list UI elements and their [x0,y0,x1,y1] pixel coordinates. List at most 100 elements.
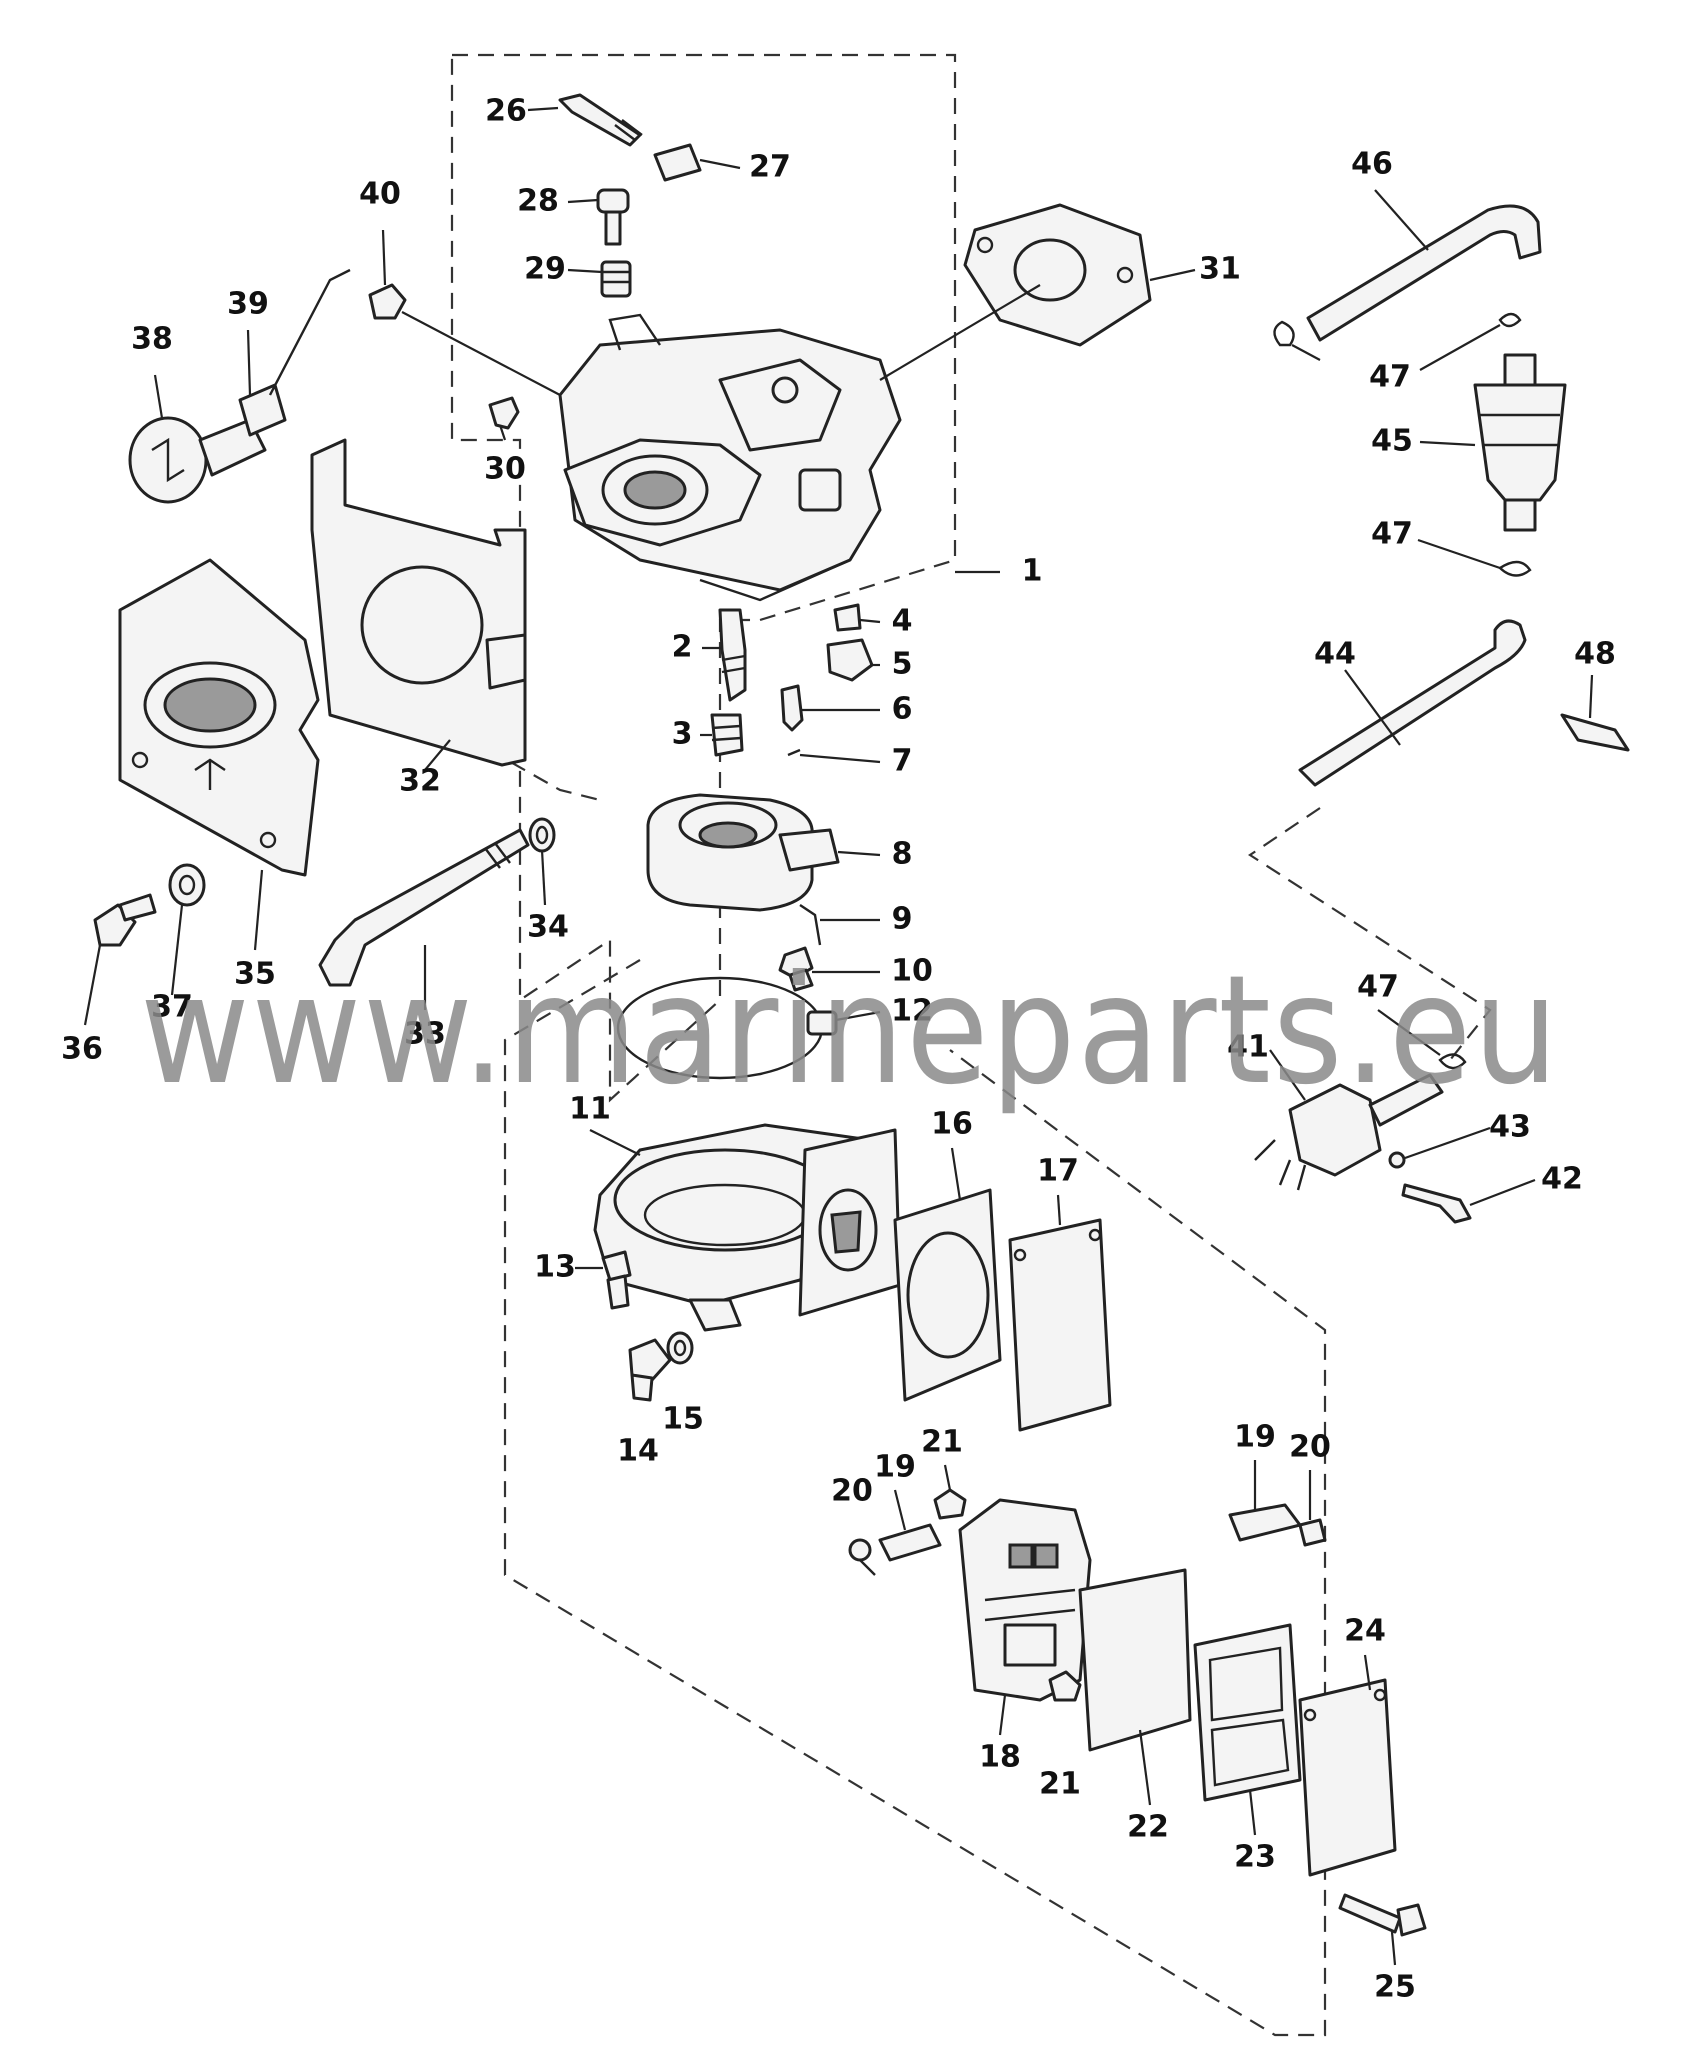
leader-44 [1344,669,1401,746]
leader-21a [943,1464,952,1491]
callout-25: 25 [1374,1970,1416,2005]
float [646,793,840,912]
leader-47a [1291,344,1321,361]
callout-8: 8 [892,837,913,872]
leader-27 [699,158,741,170]
leader-18 [998,1694,1007,1736]
callout-24: 24 [1344,1614,1386,1649]
leader-40b [401,311,561,396]
leader-35 [253,869,264,951]
callout-30: 30 [484,452,526,487]
fuel-pump-body [958,1498,1092,1702]
callout-39: 39 [227,287,269,322]
float-bowl-o-ring [616,976,838,1080]
bolt-washer [528,817,556,853]
callout-31: 31 [1199,252,1241,287]
callout-43: 43 [1489,1110,1531,1145]
leader-7 [799,753,881,764]
callout-17: 17 [1037,1154,1079,1189]
callout-11: 11 [569,1092,611,1127]
callout-12: 12 [891,994,933,1029]
leader-4 [859,618,881,624]
leader-19a [893,1489,907,1531]
callout-4: 4 [892,604,913,639]
leader-43 [1404,1126,1491,1160]
leader-47c [1377,1009,1441,1056]
intake-silencer-cover [118,558,320,877]
callout-46: 46 [1351,147,1393,182]
leader-31 [1149,268,1196,282]
leader-45 [1419,440,1476,447]
callout-28: 28 [517,184,559,219]
callout-37: 37 [151,990,193,1025]
callout-40: 40 [359,177,401,212]
callout-6: 6 [892,692,913,727]
callout-19-right: 19 [1234,1420,1276,1455]
drain-plug [628,1338,672,1402]
long-mounting-bolt [318,828,530,987]
flange-gasket [963,203,1152,347]
choke-rod [238,268,351,437]
hose-clip-lower [1438,1053,1467,1070]
leader-34 [540,849,547,906]
callout-33: 33 [404,1017,446,1052]
leader-23 [1248,1789,1257,1836]
plug-screw [833,603,862,632]
adapter-plate [310,438,527,767]
pump-nut-top [933,1488,967,1520]
connector-screw [1401,1183,1472,1224]
needle-clip [787,748,801,757]
callout-36: 36 [61,1032,103,1067]
callout-13: 13 [534,1250,576,1285]
callout-29: 29 [524,252,566,287]
callout-9: 9 [892,902,913,937]
pump-cover-screw [1338,1893,1427,1937]
float-pin-screw [778,946,814,992]
group-outline-fuel-line [1248,807,1492,1061]
leader-12 [835,1010,881,1022]
carburetor-body [558,313,902,602]
callout-32: 32 [399,764,441,799]
hose-clip-upper-right [1498,312,1522,328]
leader-42 [1469,1178,1536,1207]
main-jet [710,713,744,757]
pump-cover-gasket [1193,1623,1302,1802]
callout-23: 23 [1234,1840,1276,1875]
callout-21-top: 21 [921,1425,963,1460]
leader-46 [1374,189,1429,251]
callout-35: 35 [234,957,276,992]
pump-outer-diaphragm [1078,1568,1192,1752]
leader-22 [1138,1729,1152,1806]
locating-key [1560,713,1630,752]
callout-47-bottom: 47 [1357,970,1399,1005]
callout-1: 1 [1022,554,1043,589]
leader-30 [498,424,507,441]
bowl-screw [601,1250,632,1310]
leader-25 [1390,1931,1397,1966]
leader-32 [424,739,451,771]
pump-cover [1298,1678,1397,1877]
plug-gasket [826,638,874,682]
leader-28 [567,198,599,204]
leader-26 [527,106,559,112]
leader-8 [837,850,881,857]
callout-47-middle: 47 [1371,517,1413,552]
group-outline-carburetor [450,53,957,1103]
drain-washer [666,1331,694,1365]
callout-45: 45 [1371,424,1413,459]
callout-15: 15 [662,1402,704,1437]
callout-20-left: 20 [831,1474,873,1509]
callout-5: 5 [892,647,913,682]
leader-16 [950,1147,962,1201]
idle-mixture-screw [558,93,643,147]
main-nozzle [718,608,747,702]
fuel-hose-lower [1298,619,1527,787]
watermark: www.marineparts.eu [140,944,1560,1118]
callout-14: 14 [617,1434,659,1469]
leader-47b [1417,538,1501,570]
hex-nut [368,283,407,320]
leader-47a2 [1419,324,1501,371]
callout-2: 2 [672,630,693,665]
check-valve-right [1228,1503,1302,1542]
